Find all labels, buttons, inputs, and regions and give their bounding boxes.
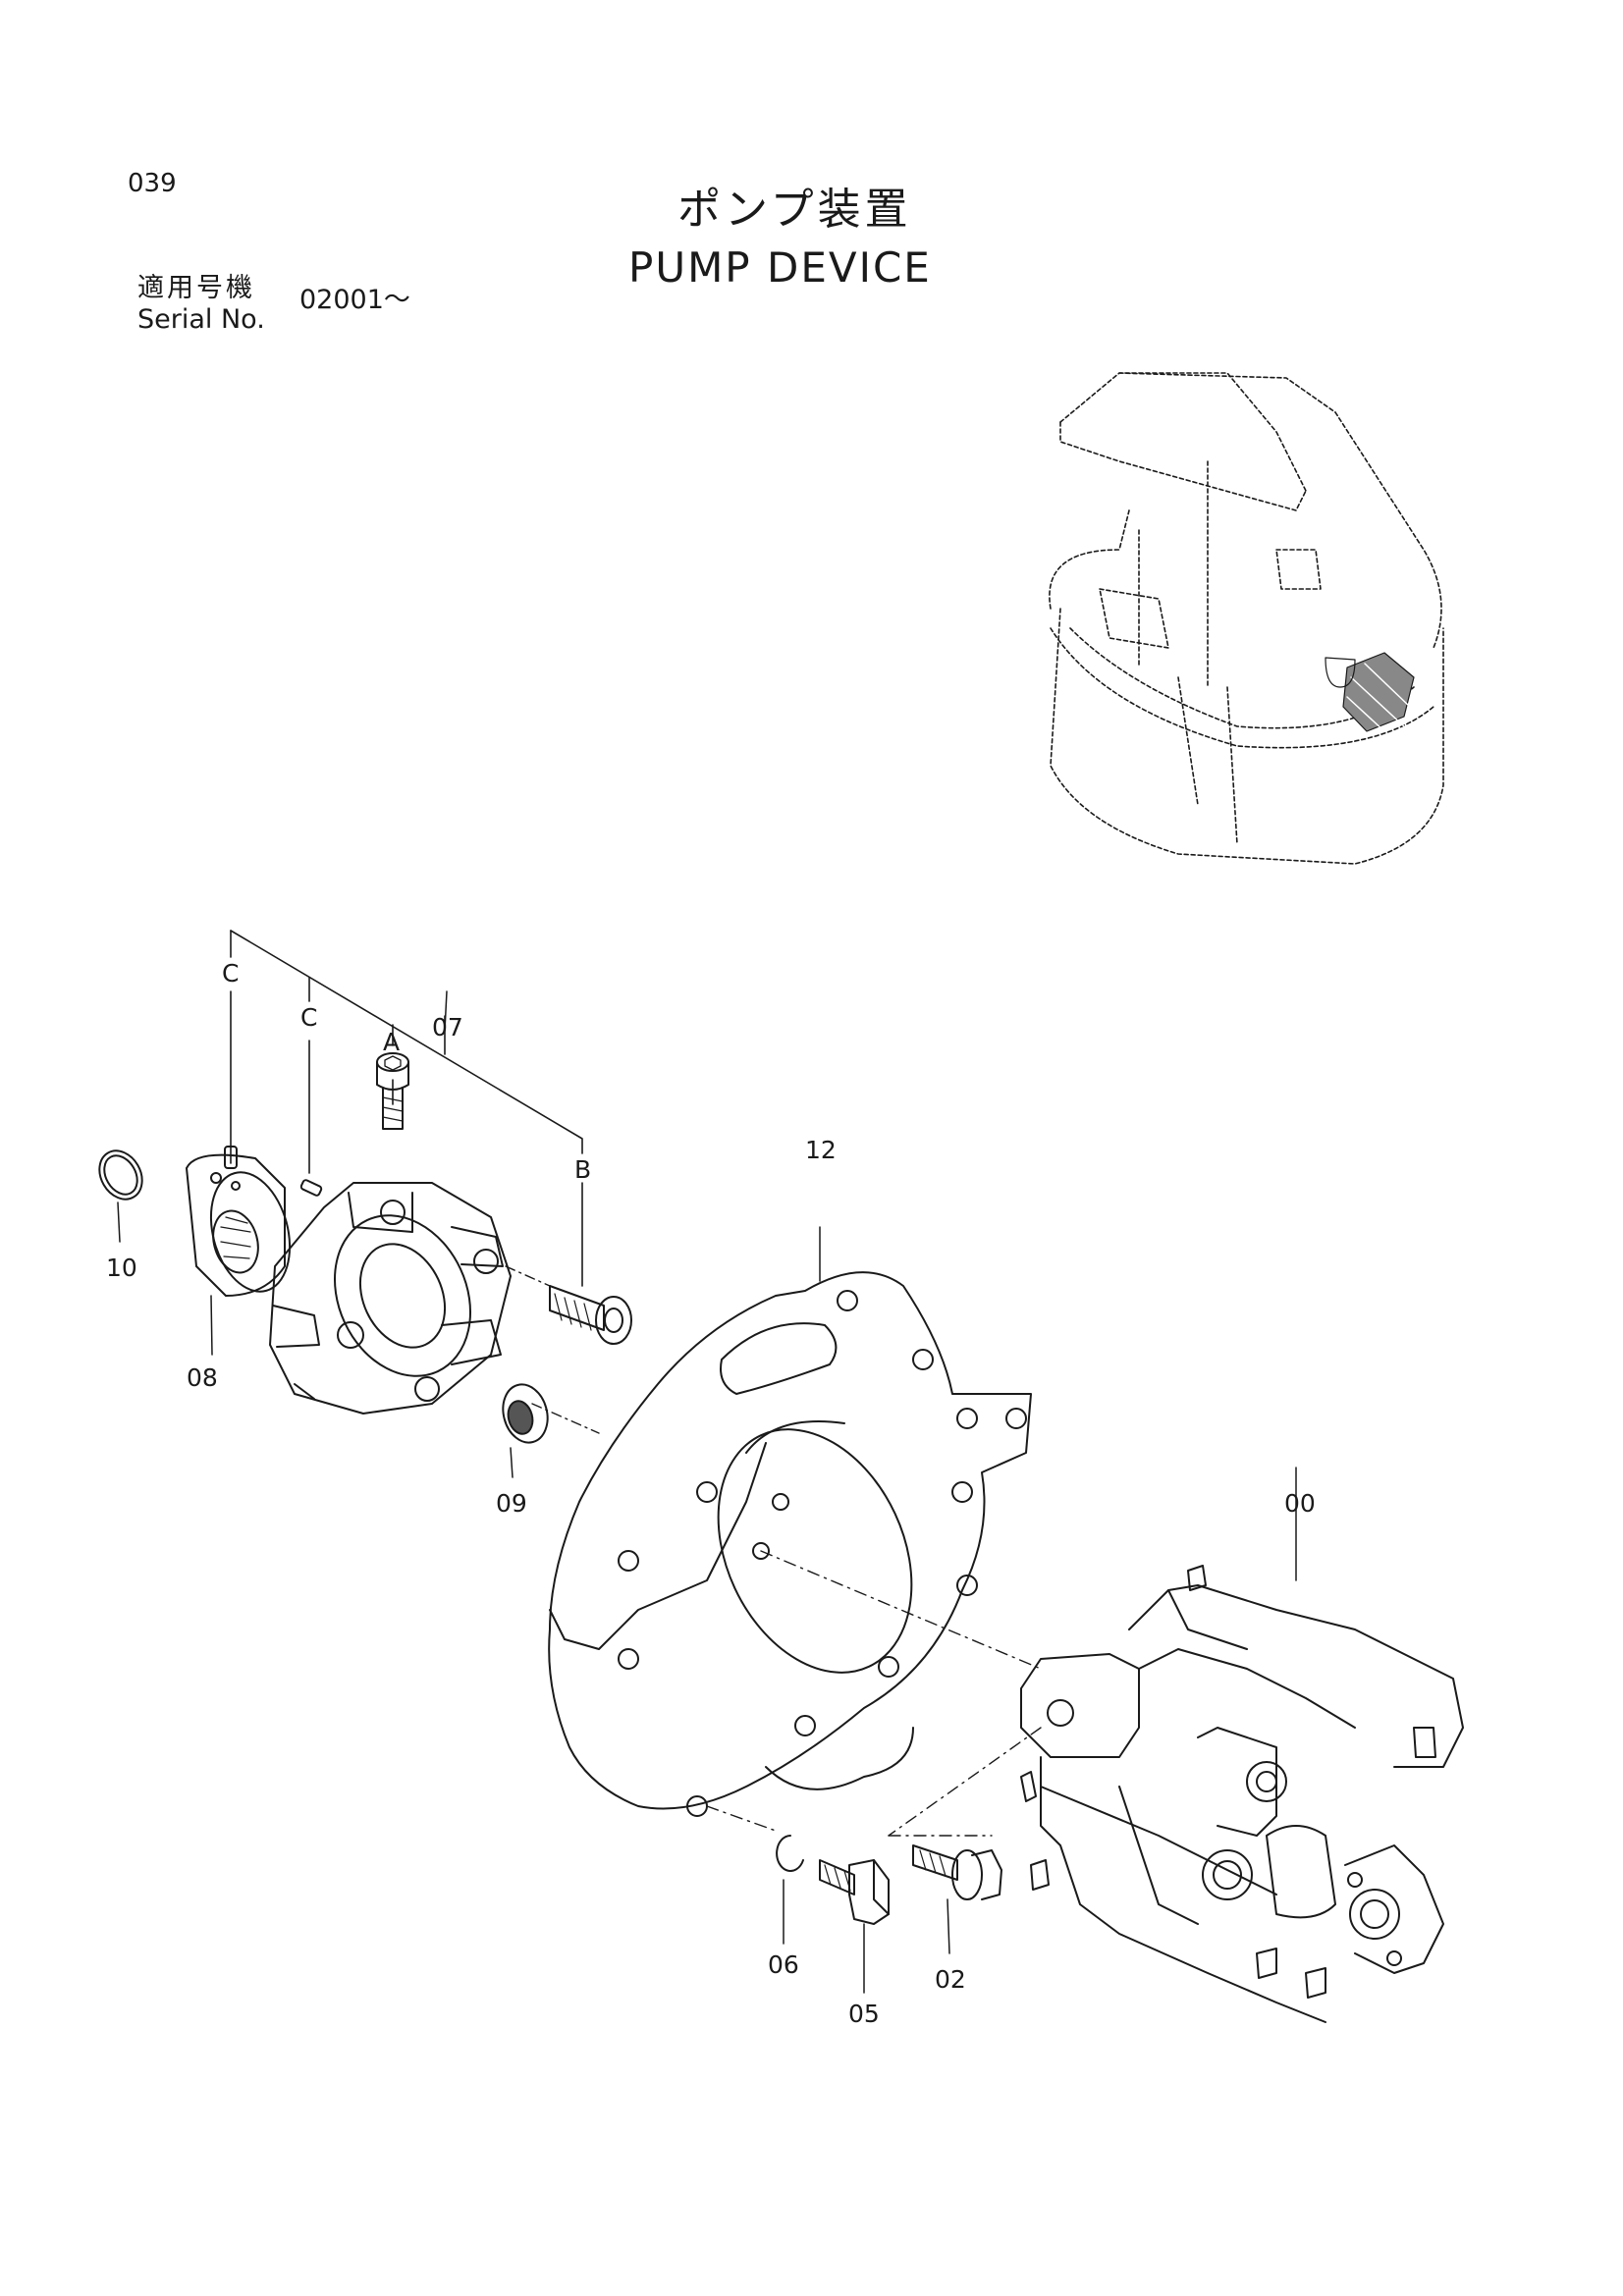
- serial-label-english: Serial No.: [137, 304, 265, 335]
- page-number: 039: [128, 169, 177, 198]
- part-00-hydraulic-pump: [1020, 1467, 1464, 2023]
- part-10-o-ring: [98, 1149, 143, 1243]
- spring-pin-left: [224, 1146, 238, 1169]
- pump-location-marker: [1325, 652, 1415, 732]
- label-12: 12: [805, 1136, 837, 1164]
- part-05-hex-bolt: [819, 1859, 890, 1994]
- part-09-seal-washer: [502, 1383, 549, 1478]
- callout-b-label: B: [574, 1155, 591, 1184]
- serial-label-japanese: 適用号機: [137, 273, 255, 303]
- assembly-centerlines: [706, 1550, 1042, 1837]
- label-00: 00: [1284, 1489, 1316, 1518]
- spring-pin-right: [299, 1179, 323, 1197]
- part-number-labels: 00 02 05 06 07 08 09 10 12 A A B C C: [106, 959, 1316, 2028]
- title-english: PUMP DEVICE: [628, 243, 932, 292]
- title-japanese: ポンプ装置: [677, 185, 912, 235]
- label-02: 02: [935, 1965, 966, 1994]
- part-08-hub: [186, 1153, 292, 1356]
- label-10: 10: [106, 1254, 137, 1282]
- socket-head-bolt: [376, 1052, 409, 1130]
- label-05: 05: [848, 2000, 880, 2028]
- callout-c2-label: C: [300, 1003, 317, 1032]
- label-06: 06: [768, 1950, 799, 1979]
- label-08: 08: [187, 1363, 218, 1392]
- callout-bracket-lines: [230, 930, 583, 1287]
- flange-bolt: [505, 1265, 632, 1345]
- part-07-coupling: [269, 990, 512, 1415]
- part-02-flange-bolt: [912, 1844, 1002, 1954]
- machine-location-inset: [1049, 372, 1444, 865]
- callout-a-label: A: [383, 1028, 400, 1056]
- part-12-bell-housing: [531, 1226, 1032, 1817]
- label-07: 07: [432, 1013, 463, 1041]
- callout-c1-label: C: [222, 959, 239, 988]
- label-09: 09: [496, 1489, 527, 1518]
- serial-number-value: 02001～: [299, 285, 410, 315]
- part-06-washer: [776, 1835, 804, 1945]
